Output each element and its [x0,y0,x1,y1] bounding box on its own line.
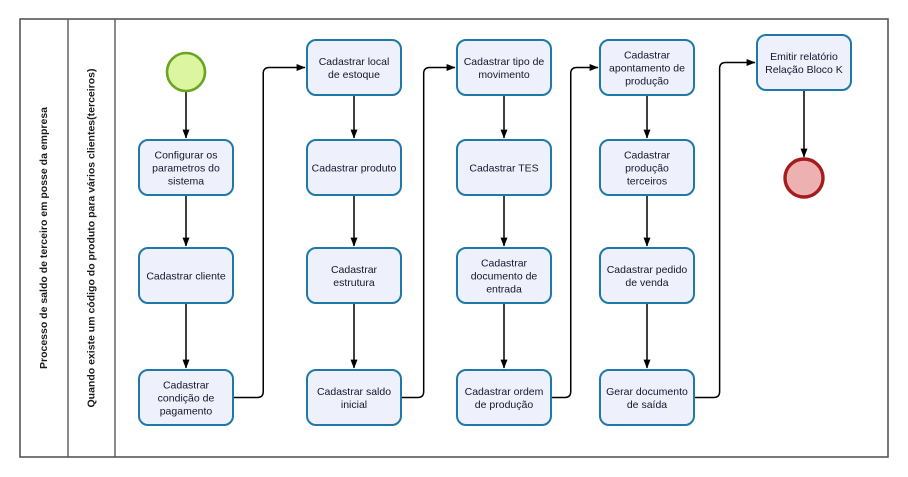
task-cadastrar-cliente[interactable]: Cadastrar cliente [138,247,234,304]
task-cadastrar-local-shape[interactable] [306,39,402,96]
flow-gerardoc-relatorio [694,59,756,399]
task-emitir-relatorio-shape[interactable] [756,34,852,91]
task-cadastrar-estrutura-shape[interactable] [306,247,402,304]
lane-label-lane-pool: Processo de saldo de terceiro em posse d… [38,107,50,369]
task-cadastrar-produto-shape[interactable] [306,139,402,196]
pool-frame [19,18,889,458]
end-event[interactable] [783,157,825,199]
flow-condicao-local [233,64,306,399]
task-cadastrar-apontamento-shape[interactable] [599,39,695,96]
task-configurar-parametros-shape[interactable] [138,139,234,196]
task-cadastrar-condicao-shape[interactable] [138,369,234,426]
task-cadastrar-produto[interactable]: Cadastrar produto [306,139,402,196]
pool-frame-group: Processo de saldo de terceiro em posse d… [19,18,889,458]
task-cadastrar-tes-label: Cadastrar TES [469,163,538,175]
flow-ordem-apontamento [551,64,599,399]
task-cadastrar-saldo-shape[interactable] [306,369,402,426]
task-cadastrar-tes[interactable]: Cadastrar TES [456,139,552,196]
task-cadastrar-tes-shape[interactable] [456,139,552,196]
task-cadastrar-cliente-label: Cadastrar cliente [146,271,226,283]
task-cadastrar-cliente-shape[interactable] [138,247,234,304]
task-cadastrar-prod-terc-shape[interactable] [599,139,695,196]
sequence-flow-group [182,59,808,399]
task-gerar-doc-saida-shape[interactable] [599,369,695,426]
flow-saldo-tipomov [401,64,456,399]
task-cadastrar-tipo-mov-shape[interactable] [456,39,552,96]
task-cadastrar-pedido-shape[interactable] [599,247,695,304]
task-cadastrar-ordem-prod-shape[interactable] [456,369,552,426]
task-cadastrar-produto-label: Cadastrar produto [312,163,397,175]
lane-label-lane-sub: Quando existe um código do produto para … [85,69,97,408]
task-cadastrar-doc-entrada-shape[interactable] [456,247,552,304]
start-event[interactable] [165,51,207,93]
